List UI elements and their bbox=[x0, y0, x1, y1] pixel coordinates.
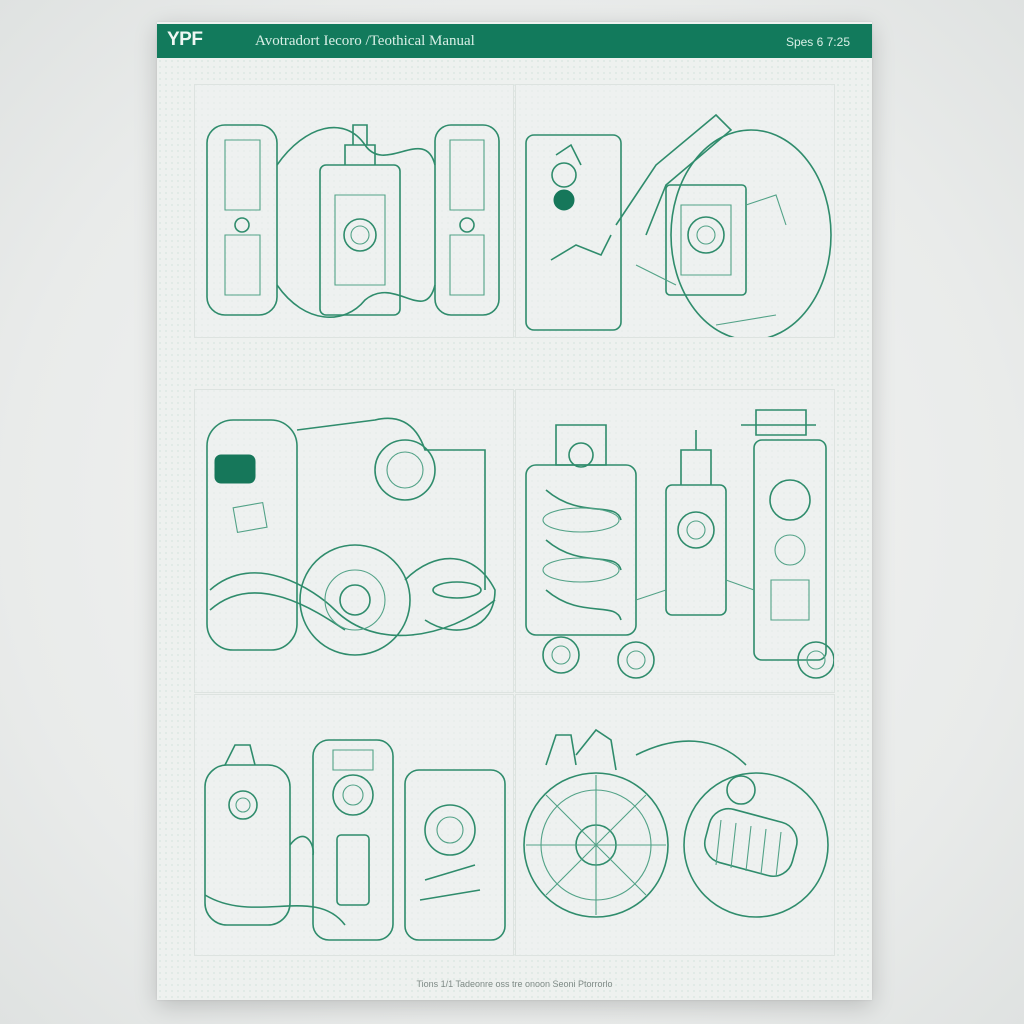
page-title: Avotradort Iecoro /Teothical Manual bbox=[255, 33, 475, 49]
header-bar: YPF Avotradort Iecoro /Teothical Manual … bbox=[157, 24, 872, 58]
diagram-panel-2 bbox=[515, 84, 835, 338]
brand-logo: YPF bbox=[167, 29, 203, 50]
diagram-panel-4 bbox=[515, 389, 835, 693]
diagram-assembly-3 bbox=[195, 390, 513, 692]
diagram-assembly-4 bbox=[516, 390, 834, 692]
manual-page: YPF Avotradort Iecoro /Teothical Manual … bbox=[157, 22, 872, 1000]
diagram-panel-5 bbox=[194, 694, 514, 956]
diagram-panel-1 bbox=[194, 84, 514, 338]
document-code: Spes 6 7:25 bbox=[785, 35, 850, 49]
diagram-assembly-1 bbox=[195, 85, 513, 337]
diagram-panel-3 bbox=[194, 389, 514, 693]
diagram-panel-6 bbox=[515, 694, 835, 956]
page-footer: Tions 1/1 Tadeonre oss tre onoon Seoni P… bbox=[416, 979, 613, 989]
diagram-assembly-2 bbox=[516, 85, 834, 337]
diagram-assembly-6 bbox=[516, 695, 834, 955]
diagram-assembly-5 bbox=[195, 695, 513, 955]
